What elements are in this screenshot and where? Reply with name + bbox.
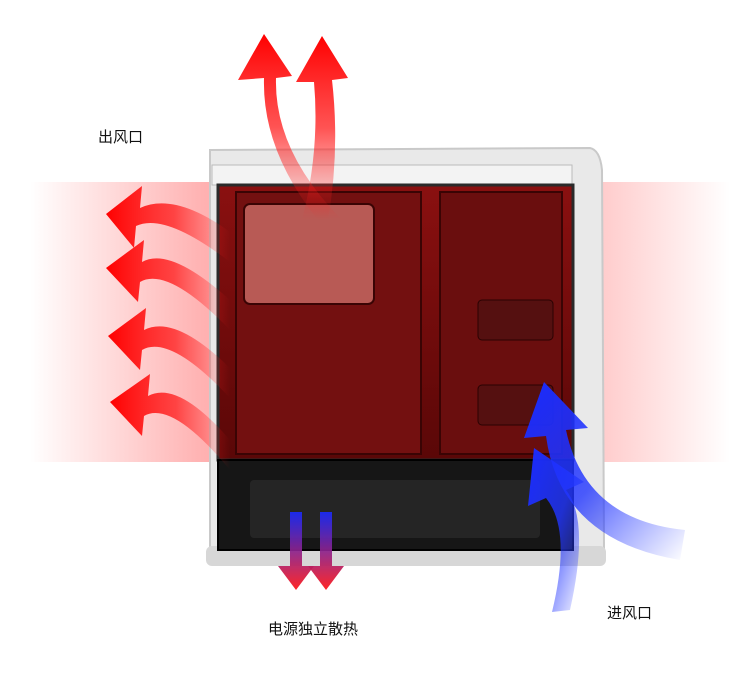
- top-panel: [212, 165, 572, 185]
- psu-cooling-label: 电源独立散热: [268, 618, 358, 639]
- exhaust-label: 出风口: [98, 126, 143, 147]
- intake-label: 进风口: [607, 602, 652, 623]
- computer-case: [206, 148, 606, 566]
